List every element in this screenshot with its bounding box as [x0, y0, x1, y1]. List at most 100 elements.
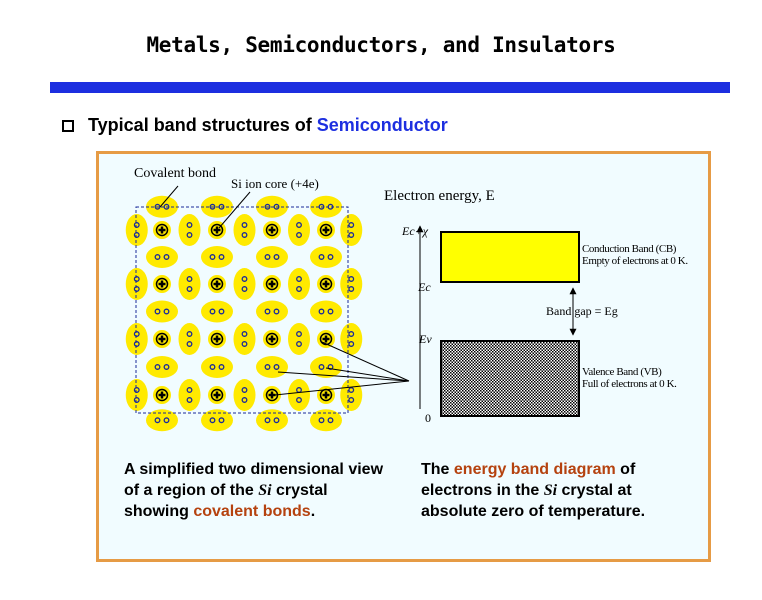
- si-lattice: [125, 195, 363, 432]
- band-caption-part1: The: [421, 461, 454, 478]
- covalent-bond: [233, 214, 256, 246]
- covalent-bond: [256, 246, 288, 268]
- electron-icon: [241, 222, 248, 228]
- valence-band-text: Valence Band (VB) Full of electrons at 0…: [582, 366, 677, 390]
- electron-icon: [327, 254, 334, 260]
- electron-icon: [273, 308, 280, 315]
- electron-icon: [318, 417, 325, 424]
- covalent-bond: [340, 323, 363, 355]
- electron-icon: [296, 397, 302, 403]
- electron-icon: [186, 222, 193, 228]
- conduction-band-note: Empty of electrons at 0 K.: [582, 255, 688, 267]
- vb-pointer-2: [325, 367, 410, 382]
- ec-chi-label: Ec+χ: [402, 224, 429, 238]
- lattice-caption: A simplified two dimensional view of a r…: [124, 459, 384, 522]
- covalent-bond: [178, 268, 201, 300]
- plus-icon: [213, 391, 221, 399]
- valence-band-name: Valence Band (VB): [582, 366, 662, 378]
- plus-icon: [158, 335, 166, 343]
- covalent-bond: [233, 323, 256, 355]
- electron-icon: [264, 308, 271, 315]
- electron-icon: [241, 331, 248, 337]
- covalent-bond: [178, 323, 201, 355]
- electron-icon: [186, 286, 193, 292]
- ion-core-ring: [210, 277, 224, 291]
- electron-icon: [154, 254, 161, 260]
- ion-core-pointer: [218, 191, 251, 229]
- electron-icon: [241, 341, 248, 347]
- electron-icon: [348, 341, 355, 347]
- electron-icon: [273, 364, 280, 370]
- checkbox-bullet-icon: [62, 120, 74, 132]
- ion-core-ring: [155, 388, 169, 402]
- plus-icon: [213, 226, 221, 234]
- electron-icon: [133, 397, 140, 403]
- plus-icon: [268, 226, 276, 234]
- vb-pointer-3: [277, 371, 410, 382]
- ion-core-ring: [155, 223, 169, 237]
- conduction-band-name: Conduction Band (CB): [582, 243, 677, 255]
- electron-icon: [163, 364, 170, 370]
- electron-icon: [163, 254, 170, 260]
- lattice-caption-part2: crystal showing: [124, 482, 328, 520]
- electron-icon: [133, 276, 140, 282]
- electron-icon: [327, 417, 334, 424]
- electron-icon: [133, 341, 140, 347]
- covalent-bond: [288, 323, 310, 355]
- electron-icon: [241, 387, 248, 393]
- ion-core-ring: [319, 223, 333, 237]
- covalent-bond: [288, 268, 310, 300]
- valence-band-note: Full of electrons at 0 K.: [582, 378, 677, 390]
- covalent-bond: [310, 300, 342, 323]
- plus-icon: [158, 280, 166, 288]
- electron-icon: [318, 308, 325, 315]
- electron-icon: [273, 254, 280, 260]
- electron-icon: [241, 232, 248, 238]
- covalent-bond: [340, 379, 363, 411]
- electron-icon: [318, 254, 325, 260]
- band-caption: The energy band diagram of electrons in …: [421, 459, 691, 522]
- covalent-bond: [146, 246, 178, 268]
- slide-title: Metals, Semiconductors, and Insulators: [146, 33, 616, 57]
- title-underline-bar: [50, 82, 730, 93]
- conduction-band: [440, 231, 580, 283]
- covalent-bond: [146, 356, 178, 378]
- electron-icon: [296, 331, 302, 337]
- electron-icon: [154, 308, 161, 315]
- electron-icon: [218, 308, 225, 315]
- bullet-text: Typical band structures of: [88, 115, 317, 135]
- lattice-caption-si: Si: [258, 482, 272, 499]
- ion-core-ring: [265, 332, 279, 346]
- electron-icon: [348, 276, 355, 282]
- electron-icon: [241, 276, 248, 282]
- electron-icon: [264, 203, 271, 210]
- electron-icon: [348, 232, 355, 238]
- electron-icon: [133, 286, 140, 292]
- band-caption-si: Si: [543, 482, 558, 499]
- electron-icon: [348, 286, 355, 292]
- covalent-bond-label: Covalent bond: [134, 166, 217, 181]
- plus-icon: [158, 391, 166, 399]
- plus-icon: [268, 335, 276, 343]
- ev-label: Ev: [419, 332, 432, 346]
- electron-icon: [154, 364, 161, 370]
- electron-icon: [186, 397, 193, 403]
- covalent-bond: [201, 409, 233, 432]
- plus-icon: [213, 280, 221, 288]
- covalent-bond: [178, 379, 201, 411]
- electron-icon: [264, 254, 271, 260]
- plus-icon: [322, 226, 330, 234]
- electron-icon: [273, 417, 280, 424]
- lattice-caption-part3: .: [310, 503, 316, 520]
- electron-icon: [296, 341, 302, 347]
- electron-icon: [209, 308, 216, 315]
- electron-icon: [218, 254, 225, 260]
- covalent-bond: [233, 379, 256, 411]
- electron-icon: [296, 276, 302, 282]
- band-caption-highlight: energy band diagram: [453, 461, 616, 478]
- electron-icon: [348, 222, 355, 228]
- electron-icon: [209, 364, 216, 370]
- covalent-bond: [340, 268, 363, 300]
- covalent-bond: [146, 300, 178, 323]
- covalent-bond: [201, 246, 233, 268]
